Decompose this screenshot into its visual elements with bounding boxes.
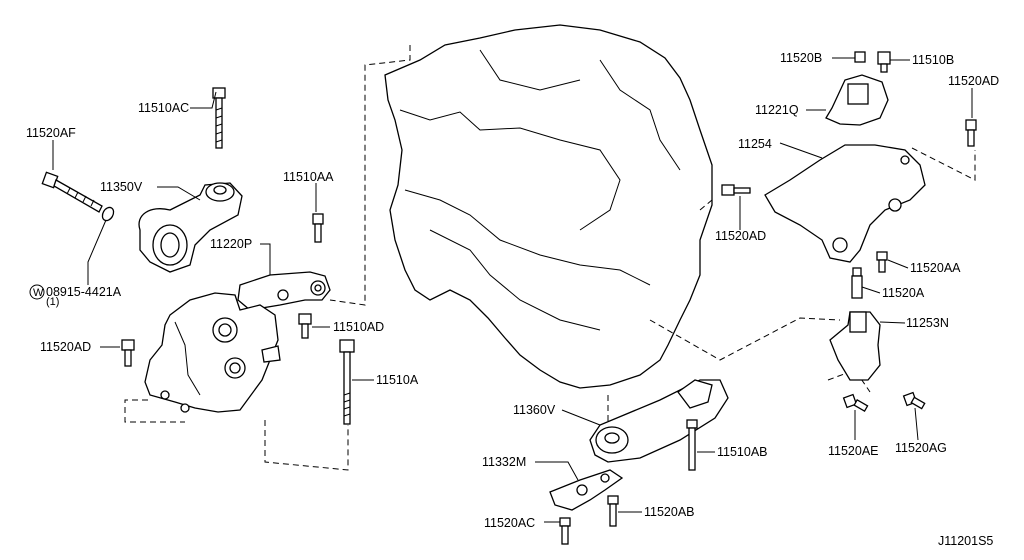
bolt-11520AD-left xyxy=(121,339,135,367)
label-11360V: 11360V xyxy=(513,403,556,417)
nut-11520B xyxy=(854,51,866,63)
label-11510AD: 11510AD xyxy=(333,320,384,334)
label-11520AD-mid: 11520AD xyxy=(715,229,766,243)
bolt-11520AB xyxy=(607,495,619,527)
bracket-11254 xyxy=(764,144,926,263)
label-11520AD-top: 11520AD xyxy=(948,74,999,88)
guide-lines xyxy=(124,45,976,471)
bolt-11520A xyxy=(851,267,863,299)
label-11253N: 11253N xyxy=(906,316,949,330)
label-11510A: 11510A xyxy=(376,373,419,387)
bolt-11520AF xyxy=(41,171,115,222)
label-11520AG: 11520AG xyxy=(895,441,947,455)
label-11510AB: 11510AB xyxy=(717,445,768,459)
bolt-11520AD-mid xyxy=(721,184,751,196)
bolt-11520AD-top xyxy=(965,119,977,147)
engine-block-outline xyxy=(384,24,713,389)
diagram-id: J11201S5 xyxy=(938,534,993,548)
label-08915-qty: (1) xyxy=(46,296,59,308)
bolt-11510A xyxy=(339,339,355,425)
bolt-11520AC xyxy=(559,517,571,545)
bolt-11510AD xyxy=(298,313,312,339)
label-11520AC: 11520AC xyxy=(484,516,535,530)
rear-mount-11360V xyxy=(589,379,729,463)
label-11520AA: 11520AA xyxy=(910,261,961,275)
left-engine-mount xyxy=(144,292,281,413)
label-11254: 11254 xyxy=(738,137,772,151)
label-11350V: 11350V xyxy=(100,180,143,194)
label-08915-4421A: 08915-4421A xyxy=(46,285,122,299)
label-11520AF: 11520AF xyxy=(26,126,76,140)
label-11520B: 11520B xyxy=(780,51,822,65)
insulator-11221Q xyxy=(825,74,889,126)
label-11220P: 11220P xyxy=(210,237,252,251)
leader-lines xyxy=(52,57,973,523)
nut-11510B xyxy=(877,51,891,73)
bolt-11510AC xyxy=(212,87,226,149)
label-11520AB: 11520AB xyxy=(644,505,695,519)
label-11221Q: 11221Q xyxy=(755,103,799,117)
mount-11253N xyxy=(829,311,881,381)
label-11510AC: 11510AC xyxy=(138,101,189,115)
bolt-11520AE xyxy=(842,393,869,412)
label-11510B: 11510B xyxy=(912,53,954,67)
label-11332M: 11332M xyxy=(482,455,526,469)
bolt-11520AG xyxy=(902,391,926,410)
washer-mark: W xyxy=(33,287,44,299)
label-11520A: 11520A xyxy=(882,286,925,300)
label-11520AD-left: 11520AD xyxy=(40,340,91,354)
bolt-11520AA xyxy=(876,251,888,273)
bracket-11220P xyxy=(237,271,331,311)
label-11520AE: 11520AE xyxy=(828,444,879,458)
bolt-11510AB xyxy=(686,419,698,471)
label-11510AA: 11510AA xyxy=(283,170,334,184)
bracket-11332M xyxy=(549,469,624,511)
torque-rod-11350V xyxy=(138,182,243,273)
bolt-11510AA xyxy=(312,213,324,243)
washer-mark-icon: W xyxy=(29,284,45,300)
